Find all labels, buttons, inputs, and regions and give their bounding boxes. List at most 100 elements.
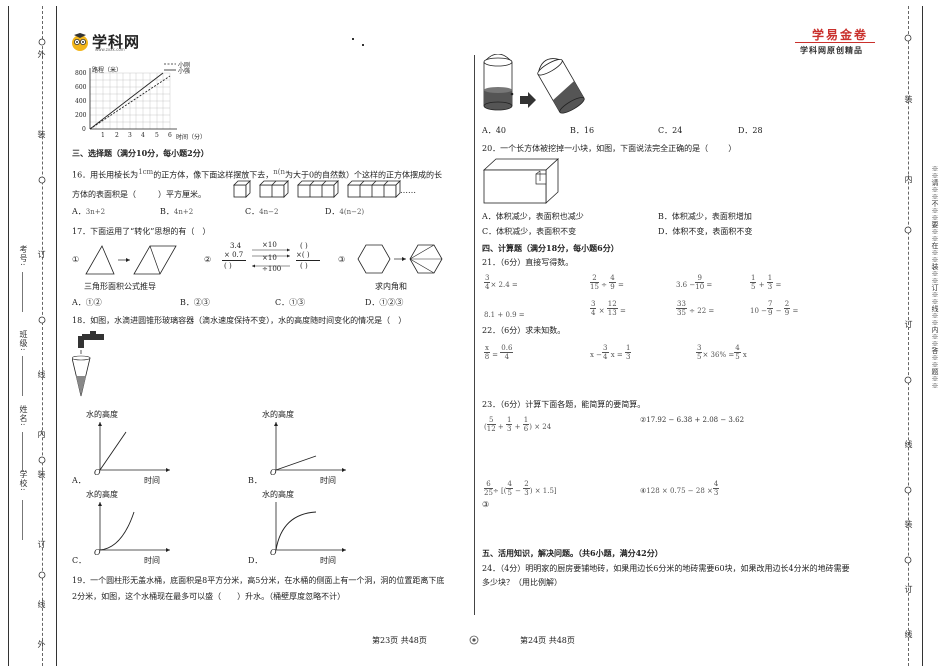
brand-subtitle: 学科网原创精品 (800, 46, 863, 55)
page-number-left: 第23页 共48页 (372, 636, 427, 645)
ytick-800: 800 (75, 70, 87, 77)
q20-option-a[interactable]: A．体积减少，表面积也减少 (482, 212, 584, 221)
right-mark-ding-2: 订 (904, 585, 913, 594)
q16-option-b[interactable]: B．4n+2 (160, 207, 194, 216)
q20-option-d[interactable]: D．体积不变，表面积不变 (658, 227, 753, 236)
graph-ylabel: 路程（米） (92, 67, 123, 74)
graph-xlabel: 时间（分） (176, 134, 207, 141)
q21-text: 21．（6分）直接写得数。 (482, 258, 574, 267)
brand-title: 学易金卷 (812, 28, 869, 42)
q22-text: 22．（6分）求未知数。 (482, 326, 566, 335)
footer-logo-icon (469, 635, 479, 645)
q21-item-5: 8.1 + 0.9 = (484, 311, 525, 319)
q16-text-c: 为大于0的自然数）个这样的正方体摆成的长 (284, 170, 443, 180)
header-dot-2 (362, 44, 364, 46)
q18-graph-b[interactable]: 水的高度 O 时间 B． (248, 410, 358, 490)
q16-expr: n(n (273, 168, 285, 176)
ytick-600: 600 (75, 84, 87, 91)
name-blank (22, 432, 23, 472)
margin-mark-wai-bottom: 外 (37, 640, 46, 649)
q17-caption-2: 求内角和 (375, 282, 407, 291)
logo: 学科网 www.zxxk.com (70, 30, 150, 54)
q17-mark-3: ③ (338, 255, 346, 264)
xtick-2: 2 (115, 132, 119, 139)
right-mark-zhuang-2: 装 (904, 520, 913, 529)
triangle-parallelogram-figure (85, 245, 177, 275)
column-divider (474, 55, 475, 615)
xtick-3: 3 (128, 132, 132, 139)
margin-circles-right (904, 34, 912, 564)
right-mark-ding-1: 订 (904, 320, 913, 329)
q20-option-b[interactable]: B．体积减少，表面积增加 (658, 212, 752, 221)
q16-options: A．3n+2 (72, 207, 105, 217)
q24-line1: 24．（4分）明明家的厨房要铺地砖，如果用边长6分米的地砖需要60块，如果改用边… (482, 564, 850, 573)
q19-option-b[interactable]: B．16 (570, 126, 595, 135)
q18-graph-a[interactable]: 水的高度 O 时间 A． (72, 410, 182, 490)
q16-unit: 1cm (138, 168, 154, 176)
left-binding-margin: 学校: 姓名: 班级: 考号: 外 装 订 线 内 装 订 线 外 (0, 0, 62, 672)
q16-text-b: 的正方体，像下面这样摆放下去， (153, 170, 274, 180)
q24-line2: 多少块？（用比例解） (482, 578, 562, 587)
q19-line2: 2分米，如图，这个水桶现在最多可以盛（）升水。（桶壁厚度忽略不计） (72, 592, 346, 601)
xtick-5: 5 (155, 132, 159, 139)
page-number-right: 第24页 共48页 (520, 636, 575, 645)
q17-option-d[interactable]: D．①②③ (365, 298, 404, 307)
section4-title: 四、计算题（满分18分，每小题6分） (482, 243, 619, 253)
q16-line1: 16．用长用棱长为1cm的正方体，像下面这样摆放下去，n(n为大于0的自然数）个… (72, 167, 442, 181)
xtick-6: 6 (168, 132, 172, 139)
q18-graph-c[interactable]: 水的高度 O 时间 C． (72, 490, 182, 570)
section3-title: 三、选择题（满分10分，每小题2分） (72, 148, 209, 158)
class-label: 班级: (19, 330, 28, 352)
brand-underline (795, 42, 875, 43)
legend-xiaoqiang: 小强 (178, 68, 191, 75)
q17-caption-1: 三角形面积公式推导 (84, 282, 156, 291)
q17-option-a[interactable]: A．①② (72, 298, 102, 307)
margin-line-inner (56, 6, 57, 666)
q16-option-a[interactable]: A．3n+2 (72, 207, 106, 216)
q17-mark-1: ① (72, 255, 80, 264)
q20-option-c[interactable]: C．体积减少，表面积不变 (482, 227, 577, 236)
q16-text-d: 方体的表面积是（ (72, 190, 136, 199)
legend-xiaogang: 小刚 (178, 62, 191, 69)
margin-mark-zhuang-1: 装 (37, 130, 46, 139)
q16-line2: 方体的表面积是（）平方厘米。 (72, 190, 206, 200)
school-label: 学校: (19, 470, 28, 492)
right-margin-line-dotted (908, 6, 909, 666)
margin-circles-left (38, 38, 46, 579)
q16-option-c[interactable]: C．4n−2 (245, 207, 279, 216)
q17-mark-2: ② (204, 255, 212, 264)
section5-title: 五、活用知识，解决问题。（共6小题，满分42分） (482, 548, 663, 558)
margin-mark-xian-2: 线 (37, 600, 46, 609)
logo-text: 学科网 (92, 33, 141, 51)
margin-mark-ding-2: 订 (37, 540, 46, 549)
cubes-ellipsis: …… (400, 186, 416, 195)
cubes-figure (233, 180, 401, 198)
ytick-0: 0 (82, 126, 86, 133)
margin-mark-wai-top: 外 (37, 50, 46, 59)
q20-text: 20．一个长方体被挖掉一小块，如图，下面说法完全正确的是（） (482, 144, 737, 153)
class-blank (22, 356, 23, 396)
margin-mark-xian-1: 线 (37, 370, 46, 379)
q16-option-d[interactable]: D．4(n−2) (325, 207, 365, 216)
margin-mark-zhuang-2: 装 (37, 470, 46, 479)
q19-option-d[interactable]: D．28 (738, 126, 763, 135)
right-mark-xian-2: 线 (904, 630, 913, 639)
q18-graph-d[interactable]: 水的高度 O 时间 D． (248, 490, 358, 570)
right-binding-margin: 装 订 线 内 装 订 线 ※※请※※不※※要※※在※※装※※订※※线※※内※※… (892, 0, 950, 672)
margin-mark-nei: 内 (37, 430, 46, 439)
q17-option-b[interactable]: B．②③ (180, 298, 210, 307)
exam-no-label: 考号: (19, 245, 28, 267)
ytick-400: 400 (75, 98, 87, 105)
faucet-cone-figure (72, 331, 104, 397)
q19-option-c[interactable]: C．24 (658, 126, 683, 135)
q17-option-c[interactable]: C．①③ (275, 298, 306, 307)
q19-option-a[interactable]: A．40 (482, 126, 506, 135)
graph-plot (89, 63, 177, 130)
